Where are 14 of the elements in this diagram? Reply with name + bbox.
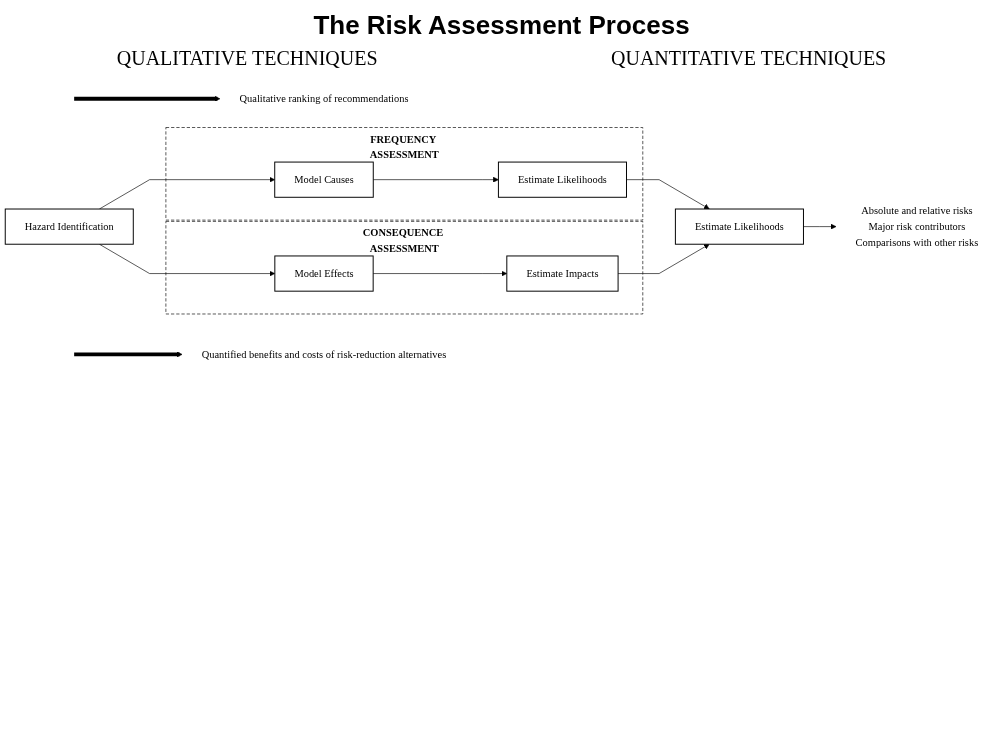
arrow <box>74 95 221 102</box>
node-text: Absolute and relative risks Major risk contributors Comparisons with other risks <box>855 205 979 248</box>
node-box: Model Causes <box>274 161 374 198</box>
node-box: Model Effects <box>274 255 374 292</box>
node-text: Qualitative ranking of recommendations <box>239 92 409 105</box>
arrow <box>74 351 183 358</box>
section-heading: QUALITATIVE TECHNIQUES <box>116 47 378 70</box>
node-box: Estimate Likelihoods <box>674 208 804 245</box>
node-text: Quantified benefits and costs of risk-reduction alternatives <box>201 348 447 360</box>
diagram-title: The Risk Assessment Process <box>312 10 691 41</box>
section-heading: QUANTITATIVE TECHNIQUES <box>611 47 887 70</box>
node-box: Estimate Likelihoods <box>497 161 627 198</box>
node-box: Estimate Impacts <box>506 255 619 292</box>
node-box: Hazard Identification <box>4 208 134 245</box>
